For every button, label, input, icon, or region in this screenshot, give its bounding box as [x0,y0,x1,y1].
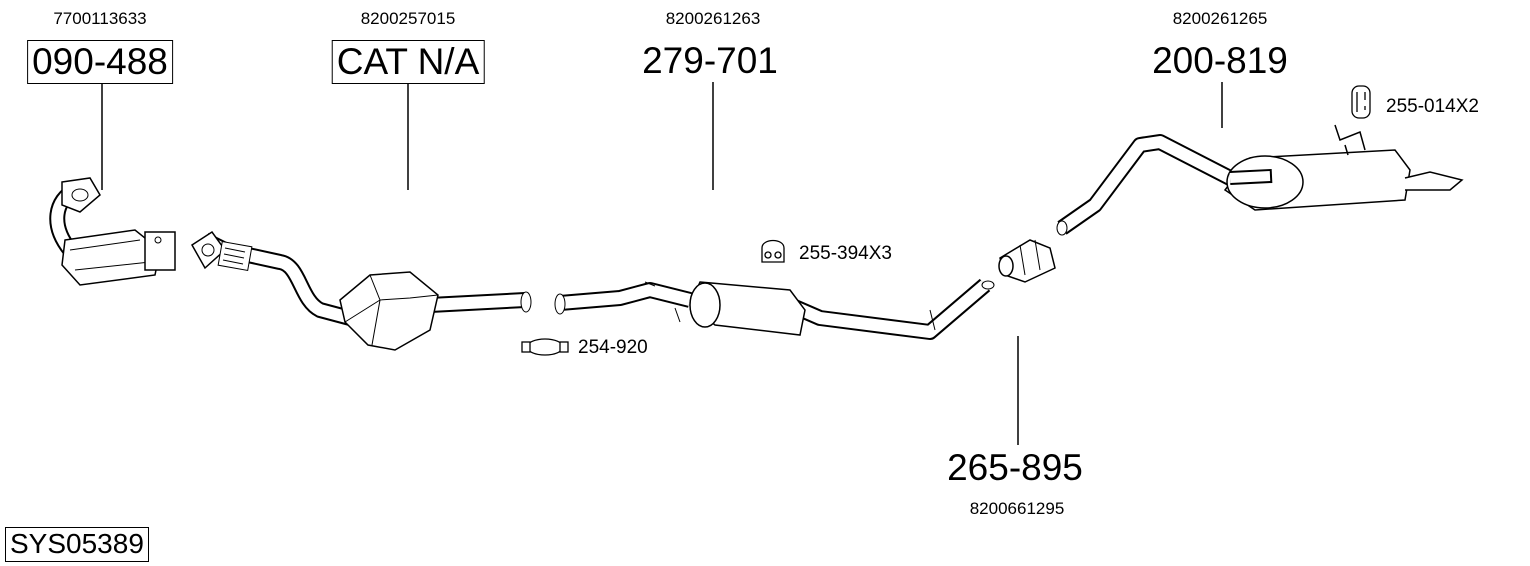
oe-number-label: 8200261265 [1172,9,1268,28]
part-number-label[interactable]: 265-895 [947,447,1083,488]
front-pipe-part[interactable] [49,177,176,286]
middle-silencer-part[interactable] [554,278,995,340]
accessory-label[interactable]: 255-394X3 [799,243,892,264]
catalytic-converter-part[interactable] [191,230,532,351]
connector-clamp-part[interactable] [998,239,1056,283]
oe-number-label: 8200261263 [665,9,761,28]
rubber-mount-icon [761,239,785,263]
oe-number-label: 8200661295 [969,499,1065,518]
system-code: SYS05389 [5,527,149,562]
part-number-label[interactable]: 279-701 [642,40,778,81]
rubber-hanger-icon [1351,85,1371,119]
part-number-label[interactable]: 090-488 [27,40,173,84]
accessory-label[interactable]: 255-014X2 [1386,96,1479,117]
oe-number-label: 7700113633 [53,9,147,28]
pipe-clamp-icon [521,338,569,356]
accessory-label[interactable]: 254-920 [578,337,648,358]
rear-silencer-part[interactable] [1056,124,1464,236]
oe-number-label: 8200257015 [360,9,456,28]
part-number-label[interactable]: 200-819 [1152,40,1288,81]
part-number-label[interactable]: CAT N/A [331,40,485,84]
